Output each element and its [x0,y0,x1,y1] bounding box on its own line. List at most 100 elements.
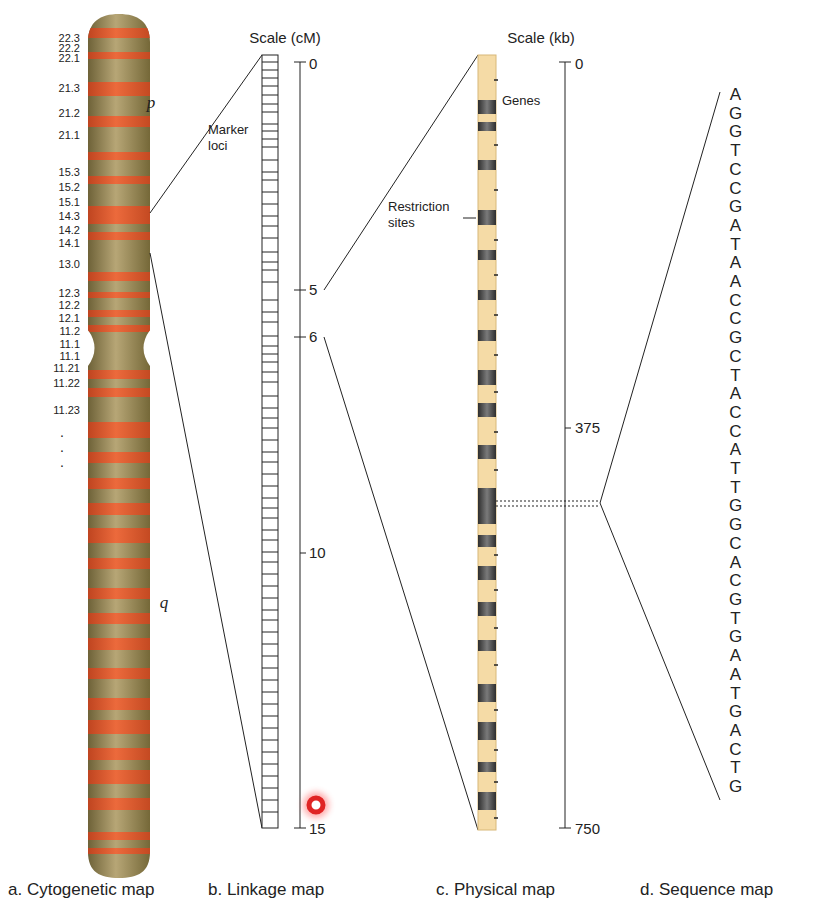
band-label: 12.3 [59,288,80,299]
band-label: 12.2 [59,300,80,311]
band [80,638,160,650]
scale-value: 0 [575,56,583,73]
band-label: 21.2 [59,108,80,119]
band-label: 15.1 [59,197,80,208]
panel-caption: a. Cytogenetic map [8,881,154,900]
band [80,388,160,397]
band-label: 11.21 [53,363,80,374]
band-label: 14.2 [59,225,80,236]
gene-blocks [478,100,496,810]
gene-block [478,210,496,225]
gene-block [478,792,496,810]
band-label: 15.3 [59,167,80,178]
band [80,422,160,438]
zoom-line [324,55,478,290]
scale-value: 10 [309,545,326,562]
scale-value: 5 [309,282,317,299]
gene-block [478,445,496,459]
gene-block [478,403,496,417]
gene-block [478,762,496,772]
kb-axis [565,62,566,828]
gene-block [478,722,496,740]
zoom-line [150,253,262,828]
gene-block [478,566,496,580]
band [80,272,160,281]
band [80,206,160,224]
scale-value: 15 [309,821,326,838]
ellipsis-dot: . [60,425,64,440]
band-label: 11.2 [59,326,80,337]
band-label: 14.1 [59,238,80,249]
band-label: 14.3 [59,211,80,222]
band [80,798,160,810]
band-label: 13.0 [59,259,80,270]
band [80,770,160,784]
band-label: 21.3 [59,83,80,94]
scale-value: 750 [575,821,600,838]
scale-value: 375 [575,420,600,437]
band [80,478,160,489]
kb-ticks [559,62,571,828]
arm-label: p [147,94,156,113]
band [80,848,160,854]
band [80,310,160,317]
band [80,152,160,160]
band [80,588,160,599]
highlight-glow [303,792,329,818]
gene-block [478,290,496,300]
zoom-line [324,337,478,830]
scale-value: 0 [309,56,317,73]
band [80,668,160,679]
panel-caption: d. Sequence map [640,881,773,900]
zoom-line [600,503,720,800]
band-label: 21.1 [59,130,80,141]
scale-title: Scale (kb) [507,30,575,47]
gene-block [478,160,496,170]
gene-block [478,100,496,114]
band [80,370,160,379]
band-label: 22.1 [59,53,80,64]
cm-ticks [294,62,306,828]
band-label: 11.1 [59,339,80,350]
gene-block [478,488,496,524]
band [80,176,160,184]
band [80,292,160,298]
gene-block [478,250,496,260]
gene-block [478,122,496,131]
dotted-segment [496,501,600,506]
gene-block [478,602,496,616]
band-label: 11.22 [53,378,80,389]
part-label: Marker loci [208,122,260,155]
band [80,613,160,624]
scale-value: 6 [309,329,317,346]
leader-line [463,218,476,219]
band [80,558,160,569]
band-label: 12.1 [59,313,80,324]
cm-axis [300,62,301,828]
band-label: 11.23 [53,405,80,416]
restriction-ticks [494,80,498,818]
band [80,116,160,127]
band [80,720,160,734]
gene-block [478,640,496,651]
ellipsis-dot: . [60,440,64,455]
highlight-ring [309,798,323,812]
chromosome-bands [80,28,160,854]
zoom-line [600,92,720,503]
band-label: 15.2 [59,182,80,193]
gene-block [478,330,496,341]
band [80,528,160,543]
physical-column [478,55,496,830]
band [80,503,160,515]
band [80,52,160,59]
arm-label: q [160,594,169,613]
gene-block [478,535,496,547]
gene-block [478,684,496,702]
ellipsis-dot: . [60,455,64,470]
band [80,452,160,463]
band [80,232,160,240]
zoom-line [150,55,262,213]
band [80,325,160,332]
part-label: Genes [502,94,540,108]
